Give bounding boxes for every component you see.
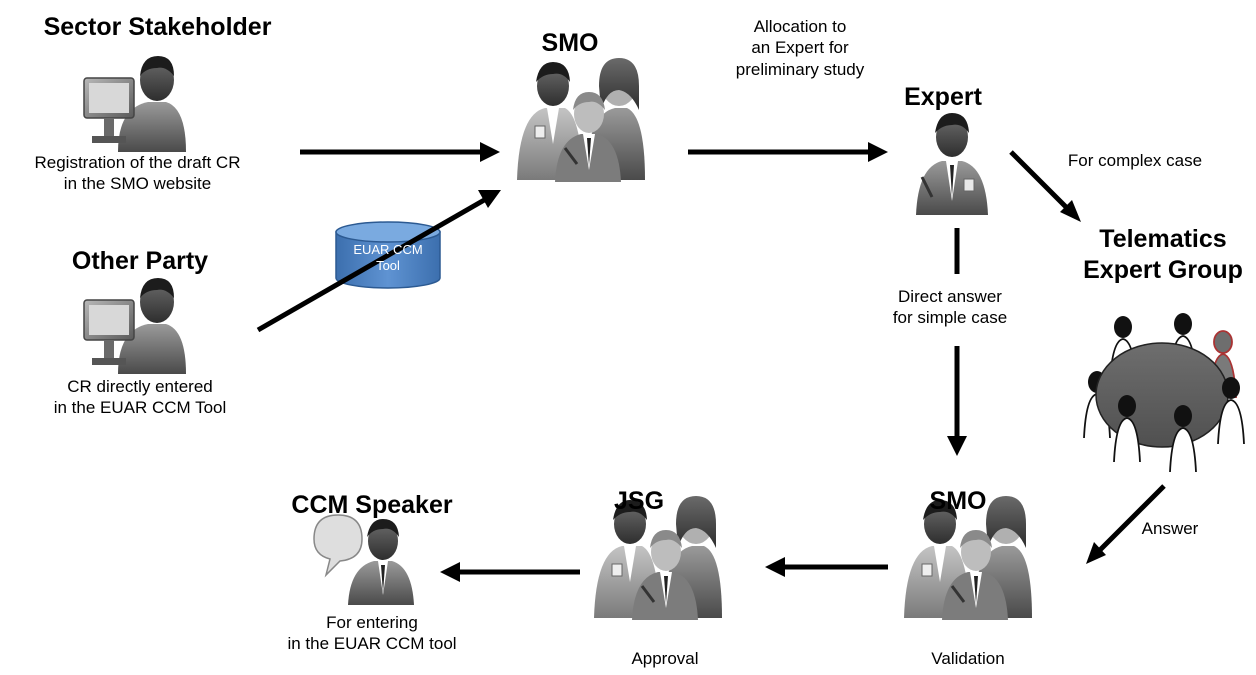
- smo-top-title: SMO: [541, 29, 599, 57]
- arrow-otherparty-to-smo: [256, 190, 501, 333]
- sector-stakeholder-caption: Registration of the draft CR in the SMO …: [34, 153, 241, 194]
- arrow-expert-to-smo-bottom: [947, 346, 967, 456]
- other-party-caption: CR directly entered in the EUAR CCM Tool: [53, 377, 227, 418]
- expert-title: Expert: [904, 83, 982, 111]
- answer-label: Answer: [1141, 519, 1199, 538]
- ccm-speaker-caption: For entering in the EUAR CCM tool: [287, 613, 457, 654]
- other-party-title: Other Party: [71, 247, 209, 275]
- simple-case-label: Direct answer for simple case: [892, 287, 1008, 328]
- arrow-smo-to-jsg: [765, 557, 888, 577]
- ccm-speaker-title: CCM Speaker: [291, 491, 453, 519]
- ccm-tool-database-icon: [335, 221, 441, 289]
- speaker-person-icon: [313, 514, 415, 605]
- smo-bottom-title: SMO: [929, 487, 987, 515]
- group-people-icon: [515, 56, 645, 182]
- arrow-expert-to-teg: [1009, 150, 1081, 222]
- arrow-smo-to-expert: [688, 142, 888, 162]
- expert-person-icon: [914, 111, 990, 215]
- jsg-caption: Approval: [631, 649, 699, 668]
- desk-person-icon: [83, 277, 187, 374]
- arrow-stakeholder-to-smo: [300, 142, 500, 162]
- sector-stakeholder-title: Sector Stakeholder: [43, 13, 272, 41]
- telematics-expert-group-title: Telematics Expert Group: [1083, 225, 1243, 285]
- arrow-jsg-to-speaker: [440, 562, 580, 582]
- desk-person-icon: [83, 55, 187, 152]
- flow-arrows: [256, 142, 1166, 582]
- ccm-tool-label: EUAR CCM Tool: [353, 242, 423, 274]
- complex-case-label: For complex case: [1067, 151, 1203, 170]
- allocation-label: Allocation to an Expert for preliminary …: [735, 17, 865, 79]
- meeting-group-icon: [1083, 312, 1245, 473]
- smo-bottom-caption: Validation: [931, 649, 1005, 668]
- jsg-title: JSG: [613, 487, 665, 515]
- arrow-teg-to-smo-bottom: [1086, 484, 1166, 564]
